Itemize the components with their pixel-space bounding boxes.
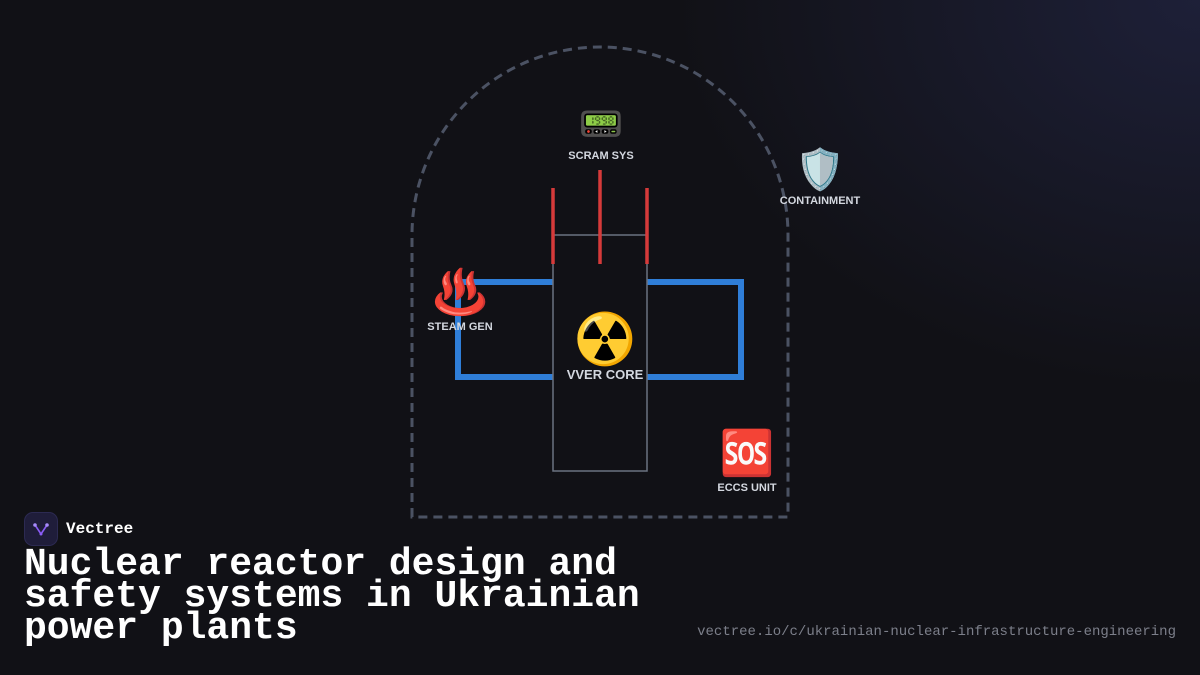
eccs-unit-node: 🆘 ECCS UNIT <box>717 429 777 495</box>
hot-springs-icon: ♨️ <box>432 268 488 317</box>
page-title: Nuclear reactor design and safety system… <box>24 543 640 650</box>
scram-system-label: SCRAM SYS <box>568 150 634 162</box>
source-url: vectree.io/c/ukrainian-nuclear-infrastru… <box>697 624 1176 640</box>
steam-generator-label: STEAM GEN <box>427 321 493 333</box>
shield-icon: 🛡️ <box>795 148 845 192</box>
containment-label: CONTAINMENT <box>779 195 861 207</box>
pager-icon: 📟 <box>578 103 624 144</box>
eccs-unit-label: ECCS UNIT <box>717 482 777 494</box>
radioactive-icon: ☢️ <box>573 311 637 367</box>
containment-node: 🛡️ CONTAINMENT <box>780 150 860 207</box>
reactor-core-label: VVER CORE <box>566 367 644 382</box>
containment-boundary <box>410 45 790 519</box>
reactor-core-node: ☢️ VVER CORE <box>567 314 644 382</box>
coolant-loop-left <box>455 279 553 380</box>
steam-generator-node: ♨️ STEAM GEN <box>427 268 493 334</box>
vectree-logo-icon <box>24 512 58 546</box>
brand-name: Vectree <box>66 520 134 538</box>
brand: Vectree <box>24 512 133 546</box>
scram-system-node: 📟 SCRAM SYS <box>568 103 634 163</box>
coolant-loop-right <box>647 279 744 380</box>
sos-icon: 🆘 <box>719 429 775 478</box>
